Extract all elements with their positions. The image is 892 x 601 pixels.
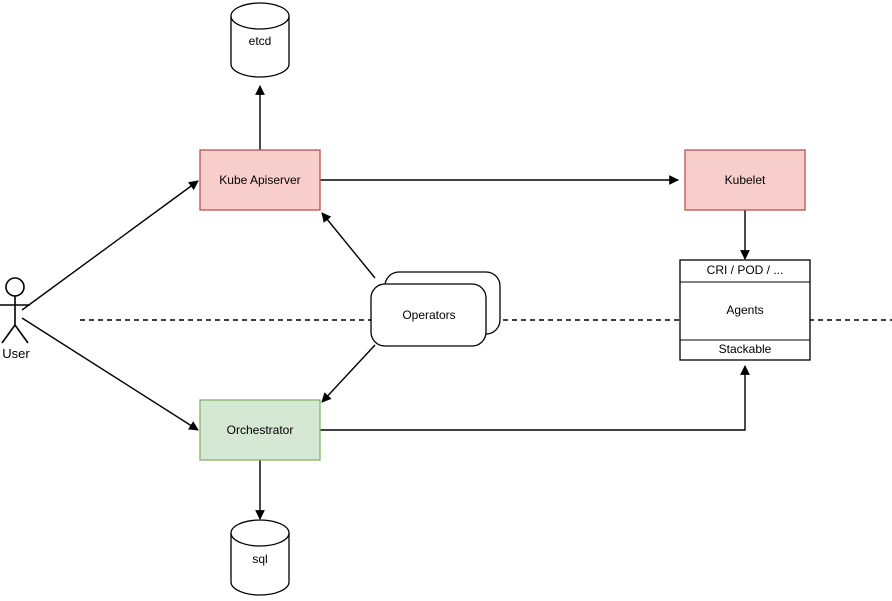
edge-user-to-apiserver (21, 180, 199, 311)
agents-label: Agents (726, 303, 763, 317)
user-leg-right-icon (14, 324, 29, 344)
node-sql[interactable]: sql (230, 519, 290, 596)
etcd-cylinder-top (230, 2, 290, 30)
edge-operators-to-apiserver (321, 212, 376, 279)
sql-cylinder-body (230, 532, 290, 596)
edge-orchestrator-to-stackable (320, 365, 750, 431)
node-agents-stack[interactable]: CRI / POD / ... Agents Stackable (679, 259, 811, 361)
edge-user-to-orchestrator (21, 317, 199, 431)
orchestrator-label: Orchestrator (227, 423, 294, 437)
etcd-cylinder-body (230, 15, 290, 78)
node-user-actor[interactable]: User (0, 277, 30, 361)
kube-apiserver-box (199, 149, 321, 211)
user-label: User (2, 346, 30, 361)
node-operators[interactable]: Operators (370, 271, 501, 347)
node-orchestrator[interactable]: Orchestrator (199, 399, 321, 461)
edge-operators-to-orchestrator (321, 344, 376, 403)
orchestrator-box (199, 399, 321, 461)
kube-apiserver-label: Kube Apiserver (219, 173, 300, 187)
node-kubelet[interactable]: Kubelet (684, 149, 806, 211)
operators-label: Operators (402, 308, 455, 322)
sql-cylinder-top (230, 519, 290, 547)
stackable-label: Stackable (719, 342, 772, 356)
sql-label: sql (252, 552, 267, 566)
node-etcd[interactable]: etcd (230, 2, 290, 78)
user-leg-left-icon (1, 324, 16, 344)
node-kube-apiserver[interactable]: Kube Apiserver (199, 149, 321, 211)
agents-stack-outer (679, 259, 811, 361)
etcd-label: etcd (249, 34, 272, 48)
user-head-icon (5, 277, 25, 297)
kubelet-box (684, 149, 806, 211)
operators-box-front (370, 283, 487, 347)
cri-pod-label: CRI / POD / ... (707, 263, 784, 277)
kubelet-label: Kubelet (725, 173, 766, 187)
